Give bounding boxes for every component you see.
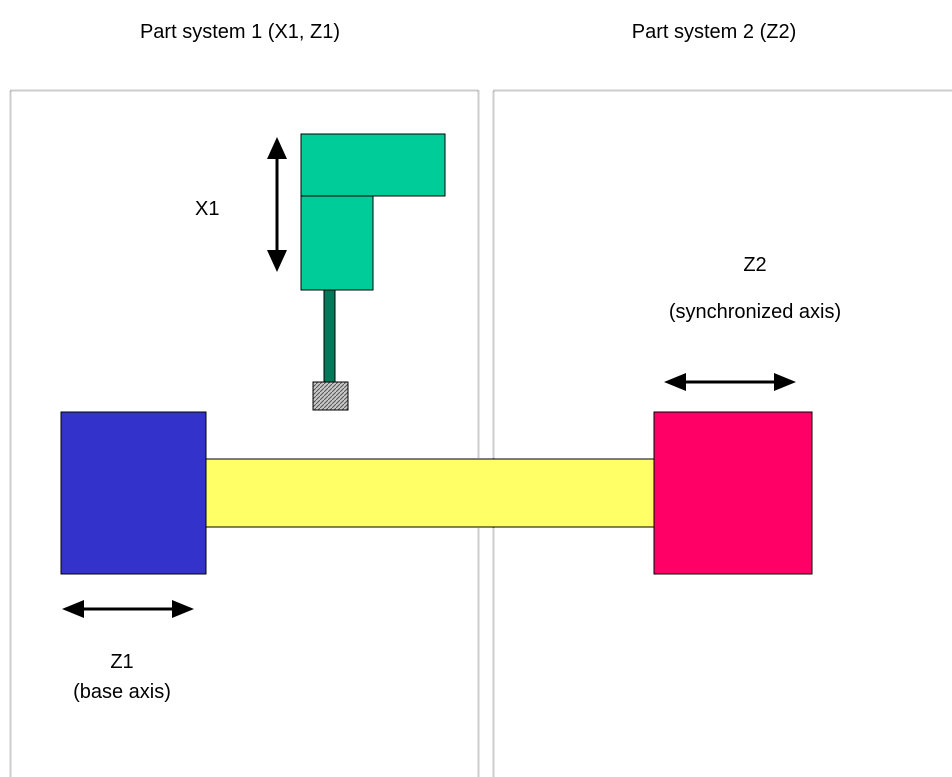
sync-axis-block [653,411,813,575]
part-system-1-header: Part system 1 (X1, Z1) [140,21,340,43]
z2-arrow [664,373,796,391]
x1-arrow [267,137,287,272]
base-axis-block [60,411,207,575]
tool-head-body [300,195,374,291]
z2-role-label: (synchronized axis) [669,301,841,323]
z2-label: Z2 [743,254,766,276]
x1-label: X1 [195,198,219,220]
tool-stem [323,289,336,383]
part-system-1-frame [9,89,480,777]
z1-label: Z1 [110,651,133,673]
part-system-2-frame [492,89,952,777]
z1-role-label: (base axis) [73,681,171,703]
tool-tip [312,381,349,411]
tool-head-arm [300,133,446,197]
workpiece-bar [205,458,655,528]
z1-arrow [62,600,194,618]
part-system-2-header: Part system 2 (Z2) [632,21,796,43]
